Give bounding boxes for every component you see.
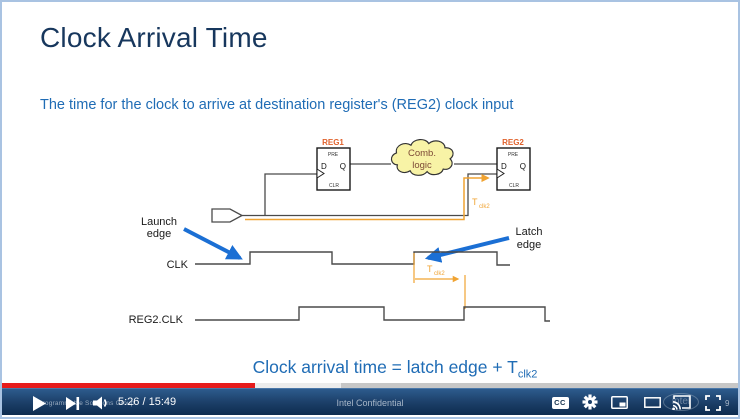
miniplayer-icon [611, 396, 628, 409]
fullscreen-icon [704, 394, 721, 411]
cast-icon [672, 395, 691, 410]
comb-logic-cloud [390, 139, 454, 176]
progress-played [2, 383, 256, 388]
intel-logo-watermark: intel [663, 393, 699, 411]
reg2clk-waveform-label: REG2.CLK [129, 314, 184, 326]
footer-watermark-left: Programmable Solutions Group [38, 400, 135, 407]
settings-button[interactable] [581, 393, 599, 411]
launch-edge-arrow [183, 227, 243, 260]
reg1-q: Q [340, 162, 346, 171]
clock-diagram: T clk2 REG1 PRE D Q CLR Comb. logic REG2 [129, 138, 550, 326]
tclk2-timing-sub: clk2 [434, 271, 445, 277]
theater-mode-button[interactable] [643, 396, 662, 409]
volume-button[interactable] [92, 396, 112, 410]
formula-main: Clock arrival time = latch edge + T [252, 357, 518, 377]
cast-button[interactable] [671, 394, 692, 411]
closed-captions-icon: CC [551, 396, 569, 409]
video-area[interactable]: Clock Arrival Time The time for the cloc… [2, 2, 738, 383]
reg2-d: D [501, 162, 507, 171]
slide-page-number: 9 [725, 399, 730, 408]
clock-net-branch-reg1 [264, 173, 317, 216]
reg2-pre: PRE [508, 152, 519, 158]
reg2-q: Q [520, 162, 526, 171]
reg1-d: D [321, 162, 327, 171]
reg2clk-waveform [195, 306, 550, 322]
closed-captions-button[interactable]: CC [551, 396, 569, 409]
reg1-label: REG1 [322, 138, 344, 147]
play-button[interactable] [30, 395, 48, 411]
formula-subscript: clk2 [517, 368, 538, 381]
clock-source-buffer [211, 208, 244, 223]
miniplayer-button[interactable] [610, 395, 629, 410]
progress-bar[interactable] [2, 383, 738, 388]
slide-subtitle: The time for the clock to arrive at dest… [40, 97, 514, 113]
launch-edge-label-line1: Launch [141, 216, 177, 228]
clk-waveform-label: CLK [167, 259, 189, 271]
reg1-pre: PRE [328, 152, 339, 158]
cloud-text-line2: logic [412, 160, 432, 171]
clock-delay-path [245, 173, 490, 221]
volume-icon [93, 396, 107, 410]
reg2-clock-pin [496, 168, 505, 179]
reg2-clr: CLR [509, 183, 519, 189]
latch-edge-arrow [424, 236, 510, 263]
tclk2-timing-label: T [427, 264, 433, 274]
latch-edge-label-line1: Latch [516, 226, 543, 238]
slide-title: Clock Arrival Time [40, 22, 268, 53]
footer-watermark-center: Intel Confidential [336, 398, 404, 408]
player-control-bar: Programmable Solutions Group Intel Confi… [2, 388, 738, 415]
cloud-text-line1: Comb. [408, 148, 436, 159]
clk-waveform [195, 251, 510, 266]
reg1-flipflop: REG1 PRE D Q CLR [316, 138, 351, 191]
next-button[interactable] [64, 396, 82, 410]
fullscreen-button[interactable] [703, 394, 722, 411]
clock-net [242, 173, 497, 217]
settings-gear-icon [582, 394, 598, 410]
latch-edge-label-line2: edge [517, 239, 541, 251]
reg2-flipflop: REG2 PRE D Q CLR [496, 138, 531, 191]
launch-edge-label-line2: edge [147, 228, 171, 240]
play-icon [33, 395, 46, 411]
next-icon [66, 396, 80, 410]
tclk2-circuit-label: T [472, 197, 478, 207]
reg2-label: REG2 [502, 138, 524, 147]
formula-text: Clock arrival time = latch edge + Tclk2 [160, 357, 630, 381]
tclk2-circuit-sub: clk2 [479, 204, 490, 210]
reg1-clock-pin [316, 168, 325, 179]
theater-mode-icon [644, 397, 661, 408]
reg1-clr: CLR [329, 183, 339, 189]
time-display: 5:26 / 15:49 [118, 396, 177, 408]
